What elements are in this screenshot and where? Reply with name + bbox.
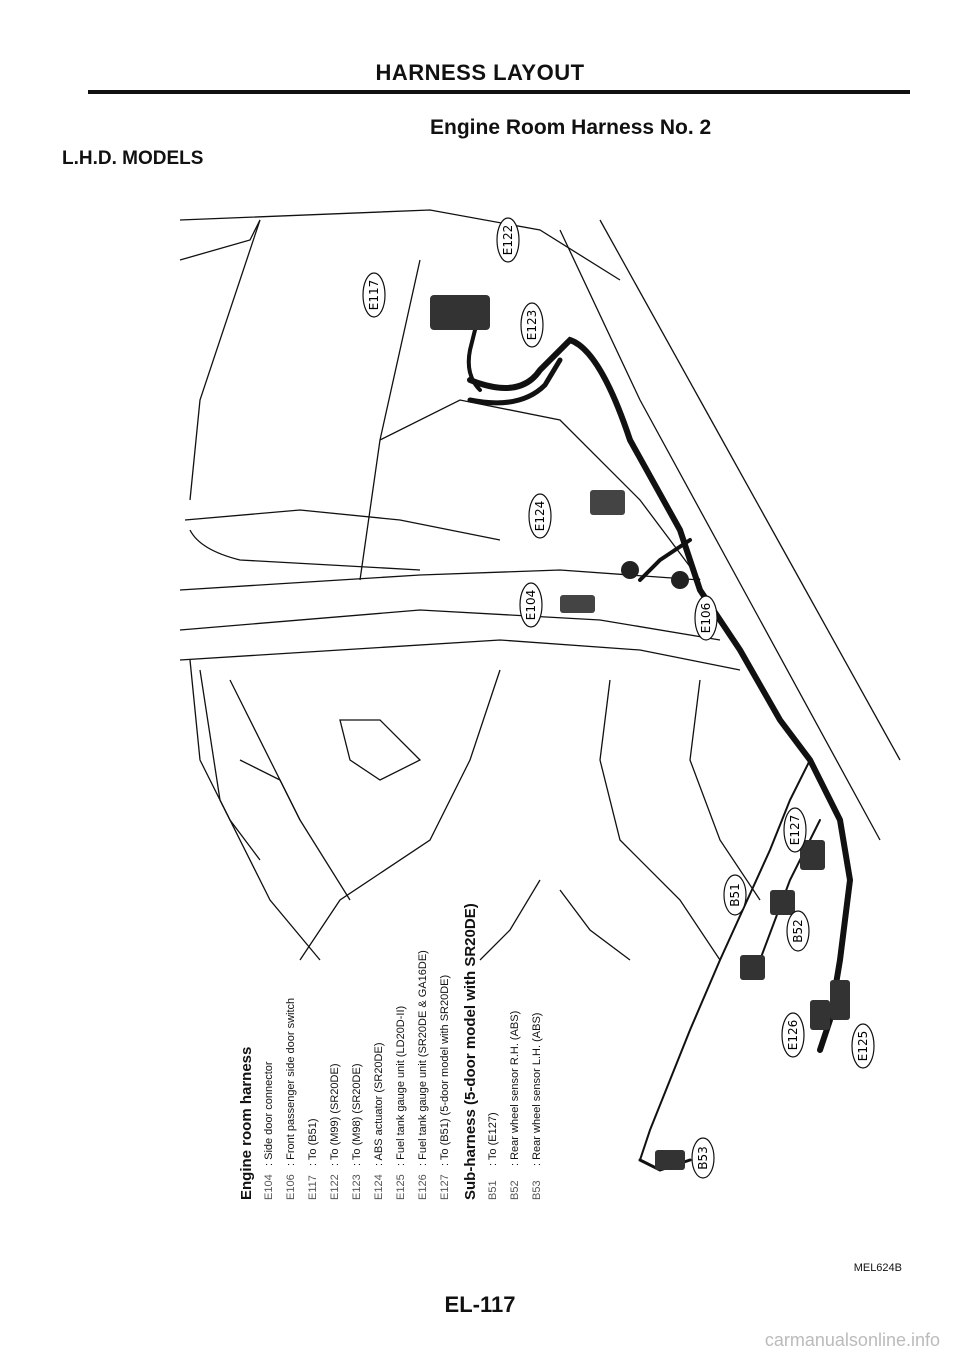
legend-text: : To (B51) xyxy=(307,1118,319,1167)
connector-bodies xyxy=(430,295,850,1170)
legend-row: B52 : Rear wheel sensor R.H. (ABS) xyxy=(504,903,526,1200)
legend-title: Sub-harness (5-door model with SR20DE) xyxy=(462,903,479,1200)
legend-code: B53 xyxy=(531,1180,543,1200)
connector-callout: E106 xyxy=(694,595,718,641)
legend-row: B53 : Rear wheel sensor L.H. (ABS) xyxy=(526,903,548,1200)
connector-label: E124 xyxy=(533,501,547,532)
legend-title: Engine room harness xyxy=(238,1046,255,1200)
legend-row: E124 : ABS actuator (SR20DE) xyxy=(368,950,390,1201)
legend-code: E104 xyxy=(263,1174,275,1200)
legend-text: : Rear wheel sensor L.H. (ABS) xyxy=(531,1012,543,1166)
legend-text: : Fuel tank gauge unit (LD20D-II) xyxy=(395,1005,407,1166)
connector-label: B52 xyxy=(791,919,805,943)
legend-row: B51 : To (E127) xyxy=(482,903,504,1200)
connector-callout: E117 xyxy=(362,272,386,318)
legend-row: E125 : Fuel tank gauge unit (LD20D-II) xyxy=(390,950,412,1200)
connector-label: E126 xyxy=(786,1020,800,1051)
legend-code: E124 xyxy=(373,1174,385,1200)
legend-row: E123 : To (M98) (SR20DE) xyxy=(346,950,368,1201)
legend-text: : Fuel tank gauge unit (SR20DE & GA16DE) xyxy=(417,950,429,1166)
legend-row: E127 : To (B51) (5-door model with SR20DE… xyxy=(434,950,456,1200)
legend-code: E126 xyxy=(417,1174,429,1200)
connector-label: B51 xyxy=(728,883,742,907)
page-number: EL-117 xyxy=(444,1292,516,1317)
legend-code: E122 xyxy=(329,1174,341,1200)
connector-callouts: E122 E117 E123 E124 E104 E106 E127 B51 B… xyxy=(362,217,875,1179)
legend-text: : Rear wheel sensor R.H. (ABS) xyxy=(509,1010,521,1166)
connector-label: B53 xyxy=(696,1146,710,1170)
legend-text: : To (E127) xyxy=(487,1112,499,1166)
connector-callout: E127 xyxy=(783,807,807,853)
legend-row: E104 : Side door connector xyxy=(258,950,280,1200)
vehicle-body-outline xyxy=(179,209,901,961)
harness-diagram: E122 E117 E123 E124 E104 E106 E127 B51 B… xyxy=(179,209,901,1179)
connector-label: E122 xyxy=(501,225,515,256)
legend-code: E117 xyxy=(307,1175,319,1200)
connector-label: E104 xyxy=(524,590,538,621)
connector-callout: B51 xyxy=(723,874,747,916)
diagram-title: Engine Room Harness No. 2 xyxy=(430,116,712,139)
watermark: carmanualsonline.info xyxy=(764,1330,940,1350)
connector-callout: E122 xyxy=(496,217,520,263)
legend-text: : Front passenger side door switch xyxy=(285,997,297,1166)
connector-label: E117 xyxy=(367,280,381,311)
page-title: HARNESS LAYOUT xyxy=(375,60,585,85)
legend-code: E106 xyxy=(285,1174,297,1200)
connector-callout: E124 xyxy=(528,493,552,539)
title-rule xyxy=(88,90,910,94)
legend-row: E126 : Fuel tank gauge unit (SR20DE & GA1… xyxy=(412,950,434,1200)
legend-text: : Side door connector xyxy=(263,1061,275,1166)
legend-row: E122 : To (M99) (SR20DE) xyxy=(324,950,346,1201)
figure-id: MEL624B xyxy=(853,1262,902,1274)
legend-text: : To (B51) (5-door model with SR20DE) xyxy=(439,974,451,1166)
legend-sub-harness: Sub-harness (5-door model with SR20DE) B… xyxy=(460,903,548,1200)
legend-text: : To (M99) (SR20DE) xyxy=(329,1063,341,1167)
connector-label: E125 xyxy=(856,1031,870,1062)
connector-callout: E125 xyxy=(851,1023,875,1069)
legend-engine-room-harness: Engine room harness E104 : Side door conn… xyxy=(236,950,456,1200)
connector-label: E123 xyxy=(525,310,539,341)
model-label: L.H.D. MODELS xyxy=(62,148,204,169)
connector-callout: B53 xyxy=(691,1137,715,1179)
legend-row: E106 : Front passenger side door switch xyxy=(280,950,302,1200)
legend-code: E123 xyxy=(351,1174,363,1200)
connector-callout: E123 xyxy=(520,302,544,348)
legend-code: E127 xyxy=(439,1174,451,1200)
legend-code: E125 xyxy=(395,1174,407,1200)
legend-text: : To (M98) (SR20DE) xyxy=(351,1063,363,1167)
legend-row: E117 : To (B51) xyxy=(302,950,324,1201)
connector-label: E127 xyxy=(788,815,802,846)
connector-callout: E126 xyxy=(781,1012,805,1058)
connector-label: E106 xyxy=(699,603,713,634)
connector-callout: B52 xyxy=(786,910,810,952)
legend-text: : ABS actuator (SR20DE) xyxy=(373,1042,385,1167)
connector-callout: E104 xyxy=(519,582,543,628)
legend-code: B51 xyxy=(487,1180,499,1200)
legend-code: B52 xyxy=(509,1180,521,1200)
